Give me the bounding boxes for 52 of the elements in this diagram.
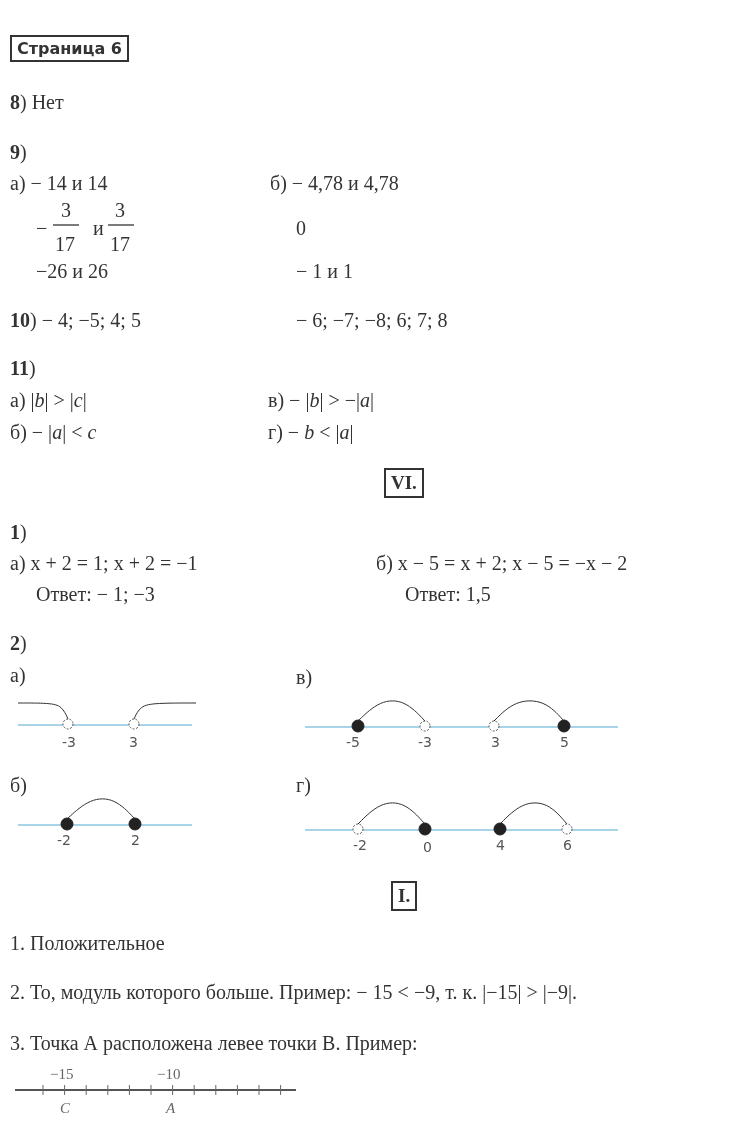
task-number: 1) (10, 522, 27, 542)
point-label: A (166, 1101, 176, 1116)
answer-text: − 6; −7; −8; 6; 7; 8 (296, 310, 448, 330)
tick-label: −10 (157, 1067, 181, 1082)
tick-label: -2 (353, 838, 367, 852)
answer-text: Ответ: 1,5 (405, 584, 491, 604)
page-heading: Страница 6 (10, 35, 129, 62)
answer-text: а) − 14 и 14 (10, 173, 108, 193)
answer-text: 3. Точка А расположена левее точки В. Пример: (10, 1033, 418, 1053)
tick-label: 3 (129, 735, 138, 749)
fraction-denominator: 17 (110, 234, 130, 254)
answer-text: −26 и 26 (36, 261, 108, 281)
tick-label: 2 (131, 833, 140, 847)
answer-text: 2. То, модуль которого больше. Пример: − 15 < −9, т. к. |−15| > |−9|. (10, 982, 577, 1002)
answer-text: Ответ: − 1; −3 (36, 584, 155, 604)
tick-label: −15 (50, 1067, 74, 1082)
tick-label: 3 (491, 735, 500, 749)
answer-text: и (93, 218, 104, 238)
answer-text: а) (10, 665, 26, 685)
tick-label: -3 (418, 735, 432, 749)
answer-text: в) − |b| > −|a| (268, 390, 374, 410)
answer-text: 0 (296, 218, 306, 238)
tick-label: 6 (563, 838, 572, 852)
tick-label: -3 (62, 735, 76, 749)
fraction-denominator: 17 (55, 234, 75, 254)
answer-text: 8) Нет (10, 92, 64, 112)
minus-sign: − (36, 218, 48, 238)
answer-text: г) (296, 775, 311, 795)
answer-text: в) (296, 667, 313, 687)
answer-text: б) − 4,78 и 4,78 (270, 173, 399, 193)
task-number: 9) (10, 142, 27, 162)
tick-label: 5 (560, 735, 569, 749)
answer-text: б) x − 5 = x + 2; x − 5 = −x − 2 (376, 553, 628, 573)
tick-label: 4 (496, 838, 505, 852)
answer-text: а) |b| > |c| (10, 390, 87, 410)
tick-label: -2 (57, 833, 71, 847)
answer-text: 10) − 4; −5; 4; 5 (10, 310, 141, 330)
tick-label: 0 (423, 840, 432, 854)
fraction-numerator: 3 (61, 200, 71, 220)
answer-text: 1. Положительное (10, 933, 165, 953)
answer-text: а) x + 2 = 1; x + 2 = −1 (10, 553, 198, 573)
fraction-numerator: 3 (115, 200, 125, 220)
task-number: 11) (10, 358, 36, 378)
answer-text: − 1 и 1 (296, 261, 353, 281)
section-heading: VI. (384, 468, 424, 498)
section-heading: I. (391, 881, 418, 911)
answer-text: б) (10, 775, 27, 795)
tick-label: -5 (346, 735, 360, 749)
answer-text: б) − |a| < c (10, 422, 97, 442)
answer-text: г) − b < |a| (268, 422, 354, 442)
point-label: C (60, 1101, 70, 1116)
task-number: 2) (10, 633, 27, 653)
